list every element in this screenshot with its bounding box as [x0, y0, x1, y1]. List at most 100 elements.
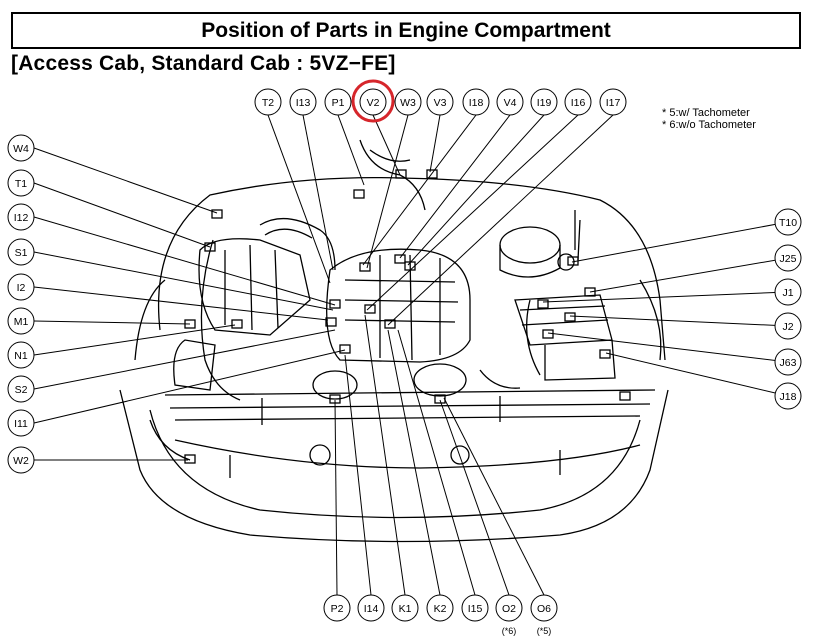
- tachometer-notes: * 5:w/ Tachometer * 6:w/o Tachometer: [662, 107, 756, 131]
- label-circle: [391, 594, 419, 622]
- label-T2: T2: [254, 88, 282, 116]
- label-text: S2: [15, 384, 28, 396]
- label-O6: O6: [530, 594, 558, 622]
- label-circle: [496, 88, 524, 116]
- label-M1: M1: [7, 307, 35, 335]
- label-T10: T10: [774, 208, 802, 236]
- label-text: J25: [780, 253, 797, 265]
- label-V2: V2: [359, 88, 387, 116]
- label-text: V2: [367, 97, 380, 109]
- label-circle: [289, 88, 317, 116]
- label-text: I17: [606, 97, 621, 109]
- label-circle: [7, 203, 35, 231]
- top-labels: T2 I13 P1 V2 W3 V3 I18 V4 I19 I16 I17: [254, 88, 627, 116]
- label-text: P1: [332, 97, 345, 109]
- label-text: I16: [571, 97, 586, 109]
- label-T1: T1: [7, 169, 35, 197]
- label-text: I15: [468, 603, 483, 615]
- leader-lines: [33, 114, 789, 596]
- label-text: I2: [17, 282, 26, 294]
- label-circle: [7, 134, 35, 162]
- footnote-O6: (*5): [537, 626, 552, 636]
- label-circle: [357, 594, 385, 622]
- label-W2: W2: [7, 446, 35, 474]
- label-circle: [7, 169, 35, 197]
- label-K2: K2: [426, 594, 454, 622]
- label-circle: [495, 594, 523, 622]
- label-circle: [7, 446, 35, 474]
- label-I15: I15: [461, 594, 489, 622]
- label-J63: J63: [774, 348, 802, 376]
- label-J2: J2: [774, 312, 802, 340]
- label-N1: N1: [7, 341, 35, 369]
- label-circle: [564, 88, 592, 116]
- page-subtitle: [Access Cab, Standard Cab : 5VZ−FE]: [11, 52, 396, 75]
- label-circle: [774, 278, 802, 306]
- label-text: M1: [14, 316, 29, 328]
- label-text: J18: [780, 391, 797, 403]
- label-circle: [7, 273, 35, 301]
- label-circle: [461, 594, 489, 622]
- label-text: W3: [400, 97, 416, 109]
- label-J18: J18: [774, 382, 802, 410]
- label-text: S1: [15, 247, 28, 259]
- label-I14: I14: [357, 594, 385, 622]
- label-text: P2: [331, 603, 344, 615]
- label-J1: J1: [774, 278, 802, 306]
- label-I13: I13: [289, 88, 317, 116]
- label-text: I13: [296, 97, 311, 109]
- label-W4: W4: [7, 134, 35, 162]
- note-w-tachometer: * 5:w/ Tachometer: [662, 107, 750, 119]
- label-text: I18: [469, 97, 484, 109]
- label-circle: [394, 88, 422, 116]
- label-text: V4: [504, 97, 517, 109]
- label-circle: [7, 375, 35, 403]
- label-circle: [530, 88, 558, 116]
- label-V4: V4: [496, 88, 524, 116]
- label-text: I14: [364, 603, 379, 615]
- right-labels: T10 J25 J1 J2 J63 J18: [774, 208, 802, 410]
- engine-drawing: [119, 139, 669, 543]
- label-J25: J25: [774, 244, 802, 272]
- label-circle: [426, 594, 454, 622]
- label-O2: O2: [495, 594, 523, 622]
- label-S1: S1: [7, 238, 35, 266]
- label-circle: [774, 208, 802, 236]
- label-circle: [426, 88, 454, 116]
- label-text: I19: [537, 97, 552, 109]
- label-V3: V3: [426, 88, 454, 116]
- label-circle: [530, 594, 558, 622]
- label-text: W4: [13, 143, 29, 155]
- label-P2: P2: [323, 594, 351, 622]
- label-text: T1: [15, 178, 27, 190]
- label-text: K2: [434, 603, 447, 615]
- label-text: N1: [14, 350, 28, 362]
- label-I17: I17: [599, 88, 627, 116]
- bottom-labels: P2 I14 K1 K2 I15 O2 O6 (*6) (*5): [323, 594, 558, 636]
- label-text: V3: [434, 97, 447, 109]
- label-I19: I19: [530, 88, 558, 116]
- label-circle: [254, 88, 282, 116]
- label-text: I11: [14, 418, 28, 430]
- label-I2: I2: [7, 273, 35, 301]
- label-I18: I18: [462, 88, 490, 116]
- highlight-ring: [351, 79, 395, 123]
- label-circle: [774, 244, 802, 272]
- label-circle: [7, 307, 35, 335]
- label-circle: [7, 238, 35, 266]
- footnote-O2: (*6): [502, 626, 517, 636]
- label-K1: K1: [391, 594, 419, 622]
- label-text: O6: [537, 603, 551, 615]
- label-circle: [359, 88, 387, 116]
- label-text: W2: [13, 455, 29, 467]
- label-I12: I12: [7, 203, 35, 231]
- label-I11: I11: [7, 409, 35, 437]
- label-circle: [7, 341, 35, 369]
- label-text: J1: [782, 287, 793, 299]
- label-circle: [774, 348, 802, 376]
- label-circle: [774, 312, 802, 340]
- label-W3: W3: [394, 88, 422, 116]
- label-text: J63: [780, 357, 797, 369]
- label-text: O2: [502, 603, 516, 615]
